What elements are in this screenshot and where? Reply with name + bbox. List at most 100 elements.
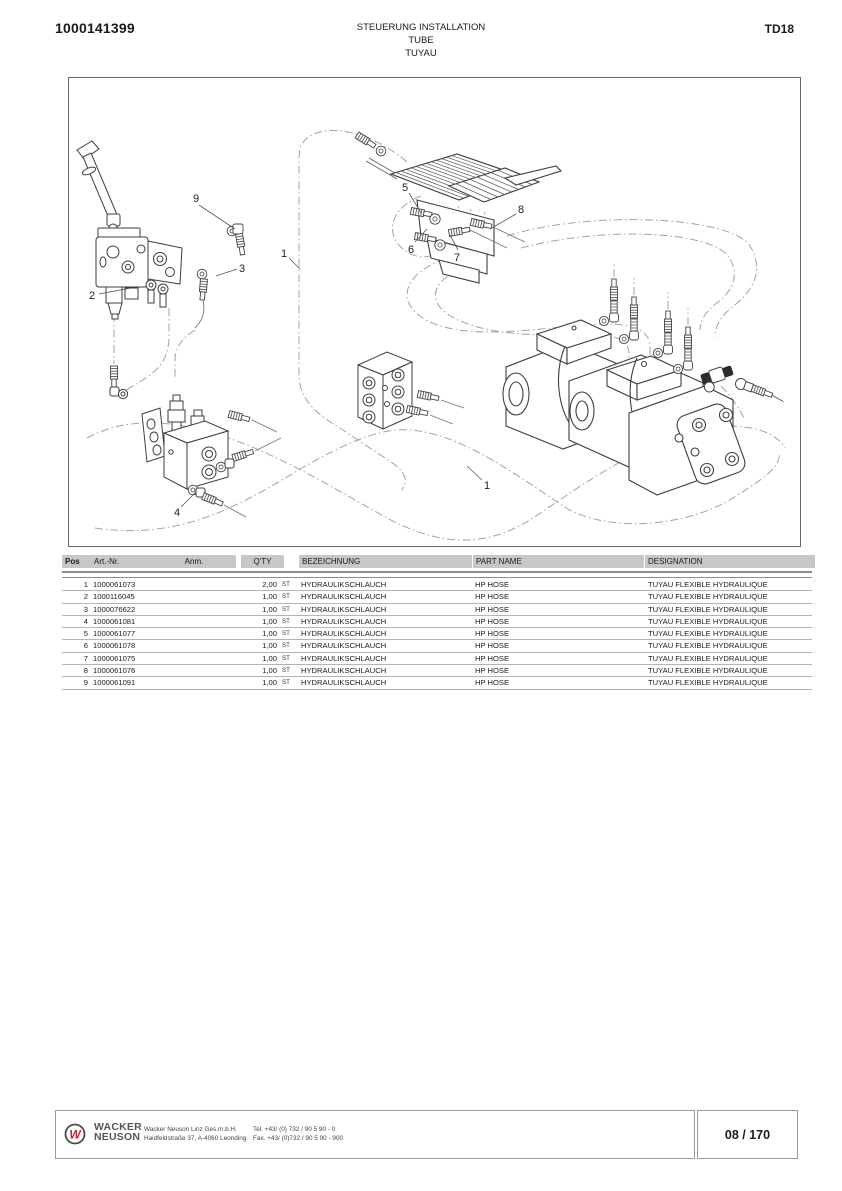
cell-pos: 7: [83, 653, 88, 663]
cell-qty: 1,00: [262, 666, 277, 676]
cell-designation: TUYAU FLEXIBLE HYDRAULIQUE: [648, 653, 768, 663]
cell-part-name: HP HOSE: [475, 604, 510, 614]
table-row: 8 1000061076 1,00 ST HYDRAULIKSCHLAUCH H…: [62, 665, 812, 678]
cell-unit: ST: [282, 654, 290, 662]
callout-9: 9: [193, 193, 199, 205]
cell-part-name: HP HOSE: [475, 666, 510, 676]
brand-line-2: NEUSON: [94, 1130, 141, 1143]
brand-wordmark: WACKER NEUSON: [94, 1121, 142, 1143]
cell-bezeichnung: HYDRAULIKSCHLAUCH: [301, 629, 387, 639]
parts-table-rows: 1 1000061073 2,00 ST HYDRAULIKSCHLAUCH H…: [62, 579, 812, 690]
column-header-part-name: PART NAME: [473, 555, 644, 568]
cell-pos: 1: [83, 580, 88, 589]
manifold-block: [356, 351, 465, 430]
pump-assembly: [502, 319, 746, 496]
column-header-designation: DESIGNATION: [645, 555, 815, 568]
cell-designation: TUYAU FLEXIBLE HYDRAULIQUE: [648, 641, 768, 651]
table-row: 1 1000061073 2,00 ST HYDRAULIKSCHLAUCH H…: [62, 579, 812, 592]
parts-table-header: Pos Art.-Nr. Anm. Q'TY BEZEICHNUNG PART …: [62, 555, 815, 569]
cell-qty: 1,00: [262, 592, 277, 602]
company-tel: Tel. +43/ (0) 732 / 90 5 90 - 0: [253, 1126, 336, 1133]
column-header-artnr: Art.-Nr.: [91, 555, 152, 568]
cell-qty: 1,00: [262, 641, 277, 651]
cell-artnr: 1000061081: [93, 616, 136, 626]
tee-fitting: [700, 365, 734, 393]
cell-pos: 3: [83, 604, 88, 614]
cell-pos: 5: [83, 629, 88, 639]
straight-fitting: [735, 378, 784, 403]
callout-6: 6: [408, 244, 414, 256]
cell-pos: 9: [83, 678, 88, 688]
hydraulic-hose-diagram: 9 3 2 1 5 6 7 8 4 1: [76, 129, 786, 541]
cell-pos: 2: [83, 592, 88, 602]
column-header-anm: Anm.: [152, 555, 236, 568]
cell-designation: TUYAU FLEXIBLE HYDRAULIQUE: [648, 580, 768, 589]
cell-artnr: 1000076622: [93, 604, 136, 614]
cell-designation: TUYAU FLEXIBLE HYDRAULIQUE: [648, 592, 768, 602]
cell-part-name: HP HOSE: [475, 580, 510, 589]
table-row: 2 1000116045 1,00 ST HYDRAULIKSCHLAUCH H…: [62, 591, 812, 604]
cell-bezeichnung: HYDRAULIKSCHLAUCH: [301, 641, 387, 651]
cell-qty: 1,00: [262, 616, 277, 626]
table-row: 7 1000061075 1,00 ST HYDRAULIKSCHLAUCH H…: [62, 653, 812, 666]
cell-unit: ST: [282, 593, 290, 601]
title-line-en: TUBE: [408, 35, 434, 46]
cell-bezeichnung: HYDRAULIKSCHLAUCH: [301, 616, 387, 626]
title-line-de: STEUERUNG INSTALLATION: [356, 22, 486, 33]
brand-line-1: WACKER: [94, 1121, 142, 1133]
cell-part-name: HP HOSE: [475, 592, 510, 602]
cell-designation: TUYAU FLEXIBLE HYDRAULIQUE: [648, 629, 768, 639]
cell-pos: 4: [83, 616, 88, 626]
cell-part-name: HP HOSE: [475, 653, 510, 663]
page-title: STEUERUNG INSTALLATION TUBE TUYAU: [0, 21, 842, 60]
cell-qty: 1,00: [262, 653, 277, 663]
cell-bezeichnung: HYDRAULIKSCHLAUCH: [301, 666, 387, 676]
page-number: 08 / 170: [724, 1127, 771, 1142]
callout-1b: 1: [484, 480, 490, 492]
cell-bezeichnung: HYDRAULIKSCHLAUCH: [301, 678, 387, 688]
cell-pos: 8: [83, 666, 88, 676]
cell-artnr: 1000061075: [93, 653, 136, 663]
cell-bezeichnung: HYDRAULIKSCHLAUCH: [301, 653, 387, 663]
cell-pos: 6: [83, 641, 88, 651]
cell-bezeichnung: HYDRAULIKSCHLAUCH: [301, 592, 387, 602]
page-number-box: 08 / 170: [697, 1110, 798, 1159]
cell-qty: 2,00: [262, 580, 277, 589]
logo-w-letter: W: [69, 1128, 82, 1142]
callout-leaders: [98, 192, 517, 508]
callout-3: 3: [239, 263, 245, 275]
cell-bezeichnung: HYDRAULIKSCHLAUCH: [301, 604, 387, 614]
cell-designation: TUYAU FLEXIBLE HYDRAULIQUE: [648, 678, 768, 688]
cell-designation: TUYAU FLEXIBLE HYDRAULIQUE: [648, 616, 768, 626]
joystick-control-valve: [76, 140, 183, 320]
table-row: 5 1000061077 1,00 ST HYDRAULIKSCHLAUCH H…: [62, 628, 812, 641]
cell-part-name: HP HOSE: [475, 641, 510, 651]
document-number: 1000141399: [55, 20, 135, 36]
table-header-rule: [62, 571, 812, 578]
callout-8: 8: [518, 204, 524, 216]
cell-unit: ST: [282, 605, 290, 613]
parts-table: Pos Art.-Nr. Anm. Q'TY BEZEICHNUNG PART …: [62, 555, 815, 690]
table-row: 4 1000061081 1,00 ST HYDRAULIKSCHLAUCH H…: [62, 616, 812, 629]
cell-artnr: 1000061076: [93, 666, 136, 676]
company-fax: Fax. +43/ (0)732 / 90 5 90 - 900: [253, 1134, 344, 1142]
cell-unit: ST: [282, 617, 290, 625]
cell-unit: ST: [282, 667, 290, 675]
cell-artnr: 1000061077: [93, 629, 136, 639]
cell-artnr: 1000061091: [93, 678, 136, 688]
elbow-fitting-9: [226, 223, 247, 256]
cell-artnr: 1000061078: [93, 641, 136, 651]
cell-unit: ST: [282, 630, 290, 638]
cell-unit: ST: [282, 679, 290, 687]
pedal-hose-fittings: [409, 207, 526, 251]
company-address: Wacker Neuson Linz Ges.m.b.H. Haidfeldst…: [144, 1126, 246, 1143]
column-header-bezeichnung: BEZEICHNUNG: [299, 555, 472, 568]
exploded-diagram: 9 3 2 1 5 6 7 8 4 1: [68, 77, 801, 547]
cell-artnr: 1000116045: [93, 592, 135, 602]
table-row: 6 1000061078 1,00 ST HYDRAULIKSCHLAUCH H…: [62, 640, 812, 653]
wacker-neuson-logo: W: [64, 1123, 86, 1145]
cell-designation: TUYAU FLEXIBLE HYDRAULIQUE: [648, 666, 768, 676]
callout-2: 2: [89, 290, 95, 302]
table-row: 9 1000061091 1,00 ST HYDRAULIKSCHLAUCH H…: [62, 677, 812, 690]
callout-7: 7: [454, 252, 460, 264]
